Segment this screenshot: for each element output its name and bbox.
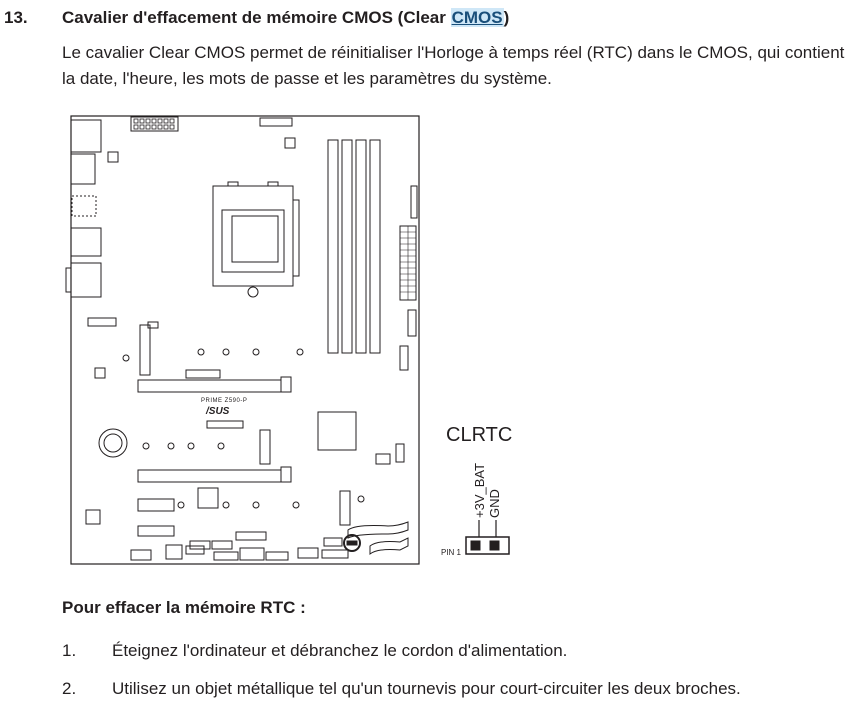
clrtc-header (465, 536, 510, 555)
io-block (70, 153, 96, 185)
step-number: 1. (62, 641, 77, 660)
pin-2 (489, 540, 500, 551)
io-block (70, 119, 102, 153)
board-model-label: PRIME Z590-P (201, 398, 247, 404)
procedure-heading: Pour effacer la mémoire RTC : (62, 598, 306, 617)
pcie-slot (137, 379, 282, 393)
step-text: Utilisez un objet métallique tel qu'un t… (112, 679, 741, 698)
step-text: Éteignez l'ordinateur et débranchez le c… (112, 641, 568, 660)
title-end: ) (503, 8, 510, 27)
motherboard-diagram: PRIME Z590-P /SUS CLRTC +3V_BAT GND PIN … (65, 115, 512, 565)
intro-paragraph: Le cavalier Clear CMOS permet de réiniti… (62, 43, 845, 88)
pin-1 (470, 540, 481, 551)
title-text: Cavalier d'effacement de mémoire CMOS (C… (62, 8, 451, 27)
chipset (197, 487, 219, 509)
procedure-step: 2. Utilisez un objet métallique tel qu'un… (62, 679, 741, 699)
section-number: 13. (4, 8, 28, 27)
board-outline (70, 115, 420, 565)
io-block (71, 195, 97, 217)
pin-label-gnd: GND (487, 489, 502, 518)
pin1-label: PIN 1 (441, 548, 462, 557)
cmos-battery (98, 428, 128, 458)
io-block (65, 267, 72, 293)
dimm-slot (369, 139, 381, 354)
brand-logo: /SUS (205, 406, 230, 417)
cpu-socket (212, 185, 294, 287)
search-highlight: CMOS (450, 8, 504, 27)
procedure-step: 1. Éteignez l'ordinateur et débranchez le… (62, 641, 567, 661)
section-title: Cavalier d'effacement de mémoire CMOS (C… (62, 8, 509, 28)
clrtc-label: CLRTC (446, 424, 512, 446)
io-block (70, 227, 102, 257)
dimm-slot (341, 139, 353, 354)
step-number: 2. (62, 679, 77, 698)
pin-label-3v-bat: +3V_BAT (472, 463, 487, 518)
pcie-slot (137, 469, 282, 483)
clrtc-location-marker (343, 534, 361, 552)
cpu-power-header (130, 116, 179, 132)
dimm-slot (355, 139, 367, 354)
io-block (70, 262, 102, 298)
dimm-slot (327, 139, 339, 354)
